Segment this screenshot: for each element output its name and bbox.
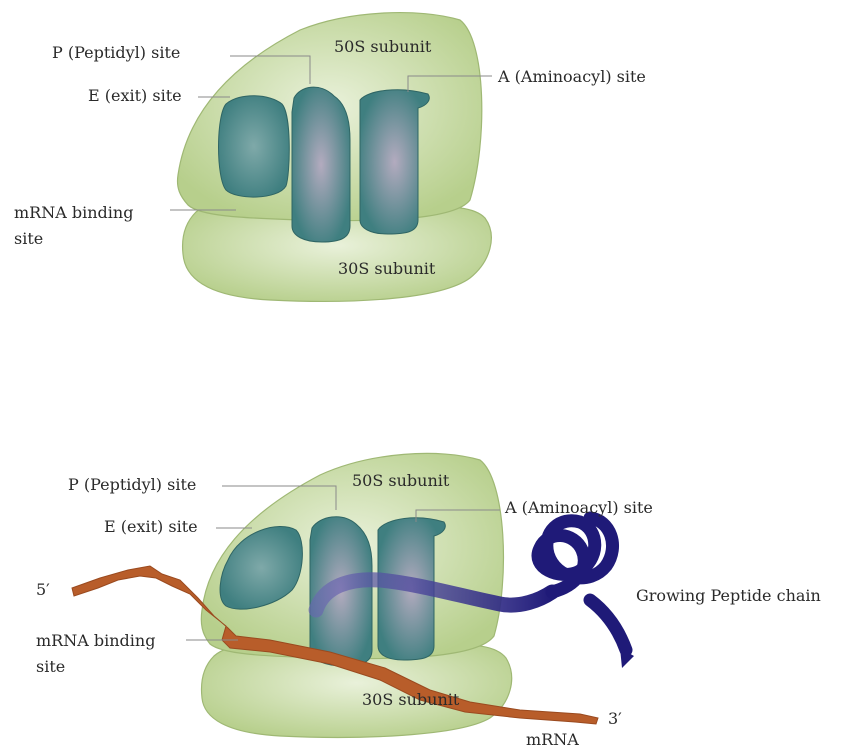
top-50s-label: 50S subunit <box>334 37 432 56</box>
bottom-e-site-label: E (exit) site <box>104 517 198 536</box>
top-e-site-label: E (exit) site <box>88 86 182 105</box>
top-mrna-binding-label-line1: mRNA binding <box>14 203 133 222</box>
growing-peptide-label: Growing Peptide chain <box>636 586 821 605</box>
bottom-mrna-binding-label-line2: site <box>36 657 65 676</box>
bottom-p-site-label: P (Peptidyl) site <box>68 475 196 494</box>
top-30s-label: 30S subunit <box>338 259 436 278</box>
mrna-label: mRNA <box>526 730 579 749</box>
top-ribosome: P (Peptidyl) site 50S subunit A (Aminoac… <box>14 13 646 302</box>
three-prime-label: 3′ <box>608 709 622 728</box>
top-a-site-label: A (Aminoacyl) site <box>497 67 646 86</box>
five-prime-label: 5′ <box>36 580 50 599</box>
bottom-50s-label: 50S subunit <box>352 471 450 490</box>
top-p-site-label: P (Peptidyl) site <box>52 43 180 62</box>
top-p-site-shape <box>292 87 350 242</box>
bottom-ribosome: P (Peptidyl) site 50S subunit A (Aminoac… <box>36 453 821 749</box>
bottom-a-site-label: A (Aminoacyl) site <box>504 498 653 517</box>
top-mrna-binding-label-line2: site <box>14 229 43 248</box>
peptide-chain-coil <box>538 518 626 650</box>
top-e-site-shape <box>219 96 290 197</box>
bottom-mrna-binding-label-line1: mRNA binding <box>36 631 155 650</box>
bottom-30s-label: 30S subunit <box>362 690 460 709</box>
